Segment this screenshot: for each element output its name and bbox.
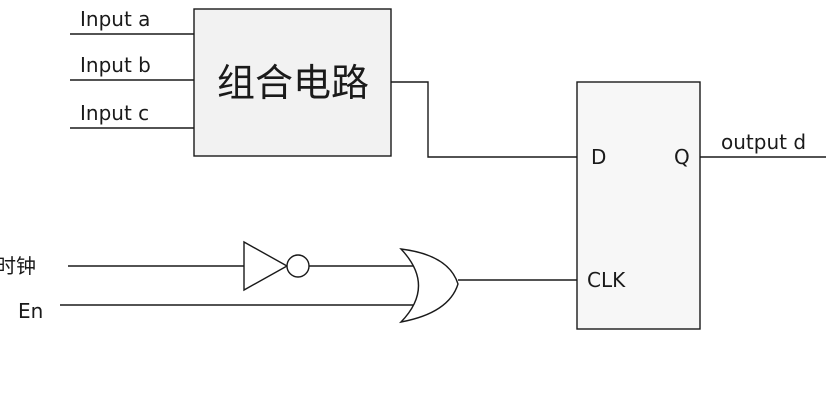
d-flip-flop-block: [576, 81, 701, 330]
ff-q-port-label: Q: [674, 145, 690, 169]
not-gate: [243, 240, 289, 292]
clock-label: 时钟: [0, 254, 36, 278]
input-a-label: Input a: [80, 7, 150, 31]
input-b-label: Input b: [80, 53, 151, 77]
wire-combo-to-d: [391, 81, 577, 158]
ff-clk-port-label: CLK: [587, 268, 626, 292]
not-gate-bubble-icon: [286, 254, 310, 278]
enable-label: En: [18, 299, 43, 323]
or-gate: [398, 248, 459, 324]
combinational-circuit-block: [193, 8, 392, 157]
input-c-label: Input c: [80, 101, 149, 125]
output-d-label: output d: [721, 130, 806, 154]
combinational-circuit-label: 组合电路: [217, 61, 369, 105]
ff-d-port-label: D: [591, 145, 606, 169]
